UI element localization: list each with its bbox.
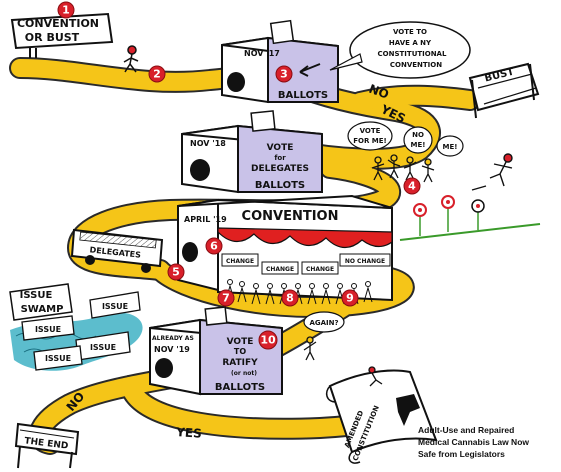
- no-me-line2: ME!: [411, 141, 426, 149]
- box3-title-3: RATIFY: [222, 358, 258, 368]
- the-end-sign: THE END: [14, 422, 80, 469]
- svg-text:4: 4: [408, 180, 416, 193]
- caption-line-3: Safe from Legislators: [418, 449, 505, 459]
- step-marker-1: 1: [57, 1, 75, 19]
- box3-title-4: (or not): [231, 370, 257, 377]
- svg-text:2: 2: [153, 68, 161, 81]
- issue-item-3: ISSUE: [90, 343, 116, 352]
- start-sign-line2: OR BUST: [25, 31, 80, 44]
- svg-text:5: 5: [172, 266, 180, 279]
- no-me-line1: NO: [412, 131, 424, 139]
- caption-line-1: Adult-Use and Repaired: [418, 425, 515, 435]
- caption-line-2: Medical Cannabis Law Now: [418, 437, 529, 447]
- box3-date-line1: ALREADY AS: [152, 335, 194, 342]
- step-marker-5: 5: [167, 263, 185, 281]
- svg-text:10: 10: [260, 334, 276, 347]
- convention-sign-2: CHANGE: [266, 266, 294, 273]
- vote-speech-bubble: VOTE TO HAVE A NY CONSTITUTIONAL CONVENT…: [329, 21, 471, 79]
- convention-sign-3: CHANGE: [306, 266, 334, 273]
- box2-date: NOV '18: [190, 139, 226, 148]
- box2-title-1: VOTE: [267, 143, 294, 153]
- box2-title-3: DELEGATES: [251, 164, 309, 174]
- road-no-top: NO: [367, 82, 391, 102]
- walker-figure: [123, 45, 139, 73]
- svg-text:3: 3: [280, 68, 288, 81]
- box2-label: BALLOTS: [255, 180, 305, 191]
- box3-date-line2: NOV '19: [154, 345, 190, 354]
- caption: Adult-Use and Repaired Medical Cannabis …: [418, 424, 558, 460]
- ballot-box-3: ALREADY AS NOV '19 VOTE TO RATIFY (or no…: [149, 306, 283, 396]
- amended-constitution-scroll: AMENDED CONSTITUTION: [325, 366, 438, 464]
- vote-for-me-line1: VOTE: [360, 127, 381, 135]
- step-marker-8: 8: [281, 289, 299, 307]
- again-bubble: AGAIN?: [309, 319, 338, 327]
- vote-bubble-line2: HAVE A NY: [389, 39, 432, 47]
- ballot-box-1: NOV '17 BALLOTS: [221, 19, 339, 104]
- issue-item-4: ISSUE: [45, 354, 71, 363]
- fleeing-figure: [471, 153, 513, 191]
- box3-title-1: VOTE: [227, 337, 254, 347]
- box3-label: BALLOTS: [215, 382, 265, 393]
- step-marker-9: 9: [341, 289, 359, 307]
- svg-text:9: 9: [346, 292, 354, 305]
- convention-crowd: [225, 279, 373, 305]
- svg-text:1: 1: [62, 4, 70, 17]
- again-figure: AGAIN?: [303, 311, 345, 361]
- svg-text:8: 8: [286, 292, 294, 305]
- convention-date: APRIL '19: [184, 215, 227, 224]
- box2-title-2: for: [274, 154, 286, 162]
- delegates-bus: DELEGATES: [70, 228, 164, 273]
- step-marker-10: 10: [258, 330, 278, 350]
- convention-sign-1: CHANGE: [226, 258, 254, 265]
- flowers: [399, 195, 541, 241]
- box1-label: BALLOTS: [278, 90, 328, 101]
- road-yes-bottom: YES: [175, 425, 202, 441]
- convention-title: CONVENTION: [242, 209, 339, 224]
- protest-signs: CHANGE CHANGE CHANGE NO CHANGE: [221, 253, 391, 275]
- box1-date: NOV '17: [244, 49, 280, 58]
- vote-bubble-line4: CONVENTION: [390, 61, 442, 69]
- step-marker-3: 3: [275, 65, 293, 83]
- svg-text:6: 6: [210, 240, 218, 253]
- bust-gate: BUST: [468, 62, 540, 119]
- issue-item-2: ISSUE: [35, 325, 61, 334]
- step-marker-7: 7: [217, 289, 235, 307]
- step-marker-2: 2: [148, 65, 166, 83]
- swamp-sign-line2: SWAMP: [21, 304, 64, 315]
- convention-sign-4: NO CHANGE: [345, 258, 385, 265]
- start-sign-line1: CONVENTION: [17, 17, 99, 30]
- svg-text:7: 7: [222, 292, 230, 305]
- swamp-sign-line1: ISSUE: [20, 290, 53, 301]
- issue-swamp: ISSUE SWAMP ISSUE ISSUE ISSUE ISSUE: [9, 283, 143, 371]
- start-sign: CONVENTION OR BUST: [10, 12, 114, 58]
- step-marker-6: 6: [205, 237, 223, 255]
- ballot-box-2: NOV '18 VOTE for DELEGATES BALLOTS: [181, 110, 323, 194]
- box3-title-2: TO: [234, 347, 246, 356]
- vote-bubble-line1: VOTE TO: [393, 28, 427, 36]
- convention-hall: CONVENTION APRIL '19 CHANGE CHANGE CHANG…: [177, 194, 393, 305]
- me-bubble: ME!: [443, 143, 458, 151]
- step-markers: 1 2 3 4 5 6 7 8 9 10: [57, 1, 421, 350]
- candidates-group: VOTE FOR ME! NO ME! ME!: [347, 121, 464, 183]
- step-marker-4: 4: [403, 177, 421, 195]
- issue-item-1: ISSUE: [102, 302, 128, 311]
- vote-bubble-line3: CONSTITUTIONAL: [378, 50, 447, 58]
- vote-for-me-line2: FOR ME!: [353, 137, 387, 145]
